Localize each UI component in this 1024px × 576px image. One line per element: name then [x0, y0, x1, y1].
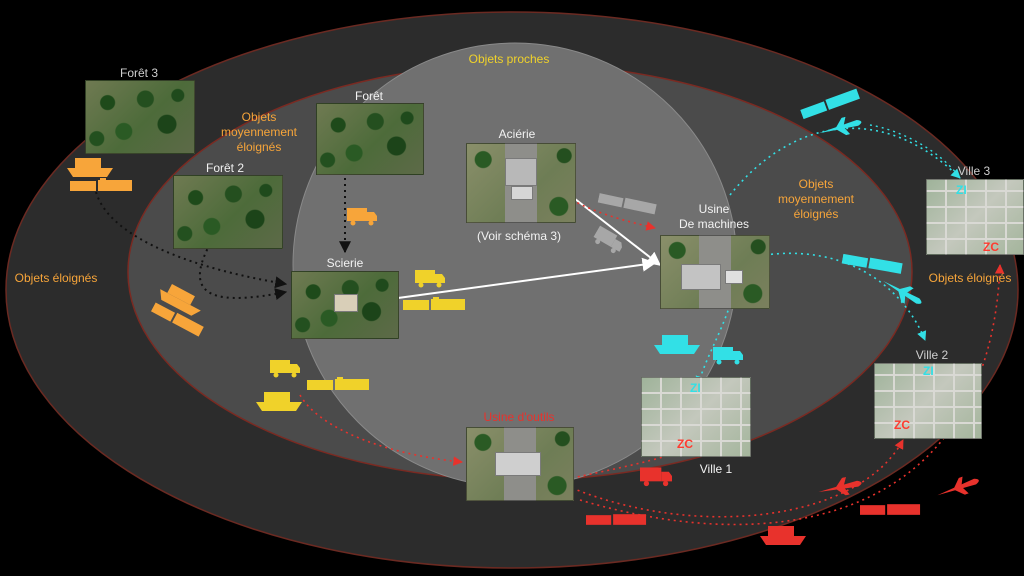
- flow-acierie-red: [571, 199, 656, 231]
- train-icon: [597, 193, 657, 215]
- truck-icon: [415, 270, 445, 288]
- plane-icon: [937, 476, 979, 496]
- flow-outils-ville1: [571, 446, 691, 479]
- ship-icon: [67, 158, 113, 177]
- flow-foret3-scierie: [95, 191, 288, 289]
- plane-icon: [818, 116, 862, 136]
- usine-machines-image: [660, 235, 770, 309]
- truck-icon: [347, 208, 377, 226]
- foret-label: Forêt: [354, 89, 383, 103]
- ville2-label: Ville 2: [915, 348, 949, 362]
- train-icon: [586, 514, 647, 525]
- train-icon: [841, 253, 903, 274]
- truck-icon: [713, 347, 743, 365]
- flow-usine-ville3: [729, 127, 961, 196]
- ville3-zc-tag: ZC: [983, 240, 999, 254]
- plane-icon: [883, 281, 922, 304]
- acierie-label: Aciérie: [498, 127, 536, 141]
- truck-icon: [593, 225, 622, 254]
- usine-machines-label: Usine De machines: [678, 202, 750, 231]
- ville2-zi-tag: ZI: [923, 364, 934, 378]
- usine-outils-label: Usine d'outils: [483, 410, 555, 424]
- zone-mid-right-label: Objets moyennement éloignés: [777, 177, 855, 221]
- foret2-image: [173, 175, 283, 249]
- ville3-zi-tag: ZI: [956, 183, 967, 197]
- ville3-label: Ville 3: [957, 164, 991, 178]
- acierie-image: [466, 143, 576, 223]
- train-icon: [70, 178, 132, 191]
- foret-image: [316, 103, 424, 175]
- ville2-image: [874, 363, 982, 439]
- zone-near-label: Objets proches: [468, 52, 550, 66]
- ship-icon: [256, 392, 302, 411]
- ville2-zc-tag: ZC: [894, 418, 910, 432]
- flow-outils-ville2: [571, 439, 904, 518]
- flow-acierie-usine: [569, 194, 662, 266]
- scierie-label: Scierie: [326, 256, 364, 270]
- usine-outils-image: [466, 427, 574, 501]
- train-icon: [307, 377, 369, 390]
- foret3-image: [85, 80, 195, 154]
- plane-icon: [818, 476, 862, 496]
- ville3-image: [926, 179, 1024, 255]
- truck-icon: [270, 360, 300, 378]
- flow-foret2-scierie: [198, 243, 288, 300]
- flow-usine-ville1: [695, 304, 731, 386]
- scierie-image: [291, 271, 399, 339]
- ship-icon: [654, 335, 700, 354]
- acierie-note-label: (Voir schéma 3): [476, 229, 562, 243]
- train-icon: [150, 302, 204, 337]
- flow-scierie-usine: [397, 257, 657, 299]
- ville1-zi-tag: ZI: [690, 381, 701, 395]
- train-icon: [403, 297, 465, 310]
- ville1-image: [641, 377, 751, 457]
- zone-far-left-label: Objets éloignés: [14, 271, 98, 285]
- ship-icon: [760, 526, 806, 545]
- zone-mid-left-label: Objets moyennement éloignés: [220, 110, 298, 154]
- foret2-label: Forêt 2: [205, 161, 244, 175]
- foret3-label: Forêt 3: [119, 66, 158, 80]
- ship-icon: [160, 284, 201, 316]
- truck-icon: [640, 467, 672, 487]
- zone-far-right-label: Objets éloignés: [928, 271, 1012, 285]
- train-icon: [860, 504, 921, 515]
- ville1-label: Ville 1: [699, 462, 733, 476]
- ville1-zc-tag: ZC: [677, 437, 693, 451]
- train-icon: [800, 88, 860, 120]
